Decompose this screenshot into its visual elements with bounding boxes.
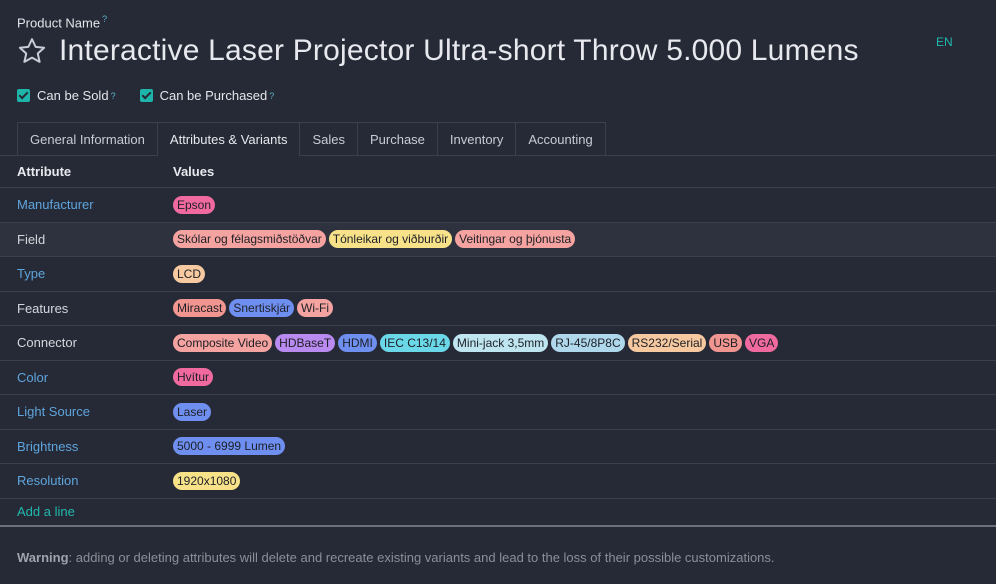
table-row[interactable]: Type LCD [0, 257, 996, 292]
attribute-name[interactable]: Features [17, 300, 69, 316]
checkbox-label: Can be Sold [37, 88, 109, 103]
column-header-values[interactable]: Values [173, 164, 215, 179]
tab-bar: General Information Attributes & Variant… [17, 122, 606, 156]
table-row[interactable]: Color Hvítur [0, 361, 996, 395]
warning-text: Warning: adding or deleting attributes w… [17, 550, 775, 565]
title-row: Interactive Laser Projector Ultra-short … [17, 34, 859, 68]
value-tag[interactable]: Skólar og félagsmiðstöðvar [173, 230, 326, 249]
tab-purchase[interactable]: Purchase [356, 122, 437, 156]
column-header-attribute[interactable]: Attribute [17, 164, 72, 179]
value-tag[interactable]: Tónleikar og viðburðir [328, 230, 453, 249]
can-be-sold-checkbox[interactable]: Can be Sold? [17, 88, 116, 103]
help-icon[interactable]: ? [110, 90, 116, 101]
value-tag[interactable]: Snertiskjár [229, 299, 295, 318]
help-icon[interactable]: ? [269, 90, 275, 101]
attribute-name[interactable]: Type [17, 266, 46, 282]
attribute-name[interactable]: Connector [17, 335, 77, 351]
add-line-button[interactable]: Add a line [0, 499, 996, 527]
value-tag[interactable]: RS232/Serial [627, 333, 707, 352]
attribute-name[interactable]: Resolution [17, 473, 79, 489]
value-tag[interactable]: Mini-jack 3,5mm [452, 333, 549, 352]
attribute-values[interactable]: Hvítur [173, 368, 996, 387]
value-tag[interactable]: IEC C13/14 [379, 333, 450, 352]
table-row[interactable]: Brightness 5000 - 6999 Lumen [0, 430, 996, 464]
value-tag[interactable]: HDBaseT [275, 333, 336, 352]
checkbox-checked-icon[interactable] [139, 89, 153, 102]
tab-sales[interactable]: Sales [299, 122, 357, 156]
tab-accounting[interactable]: Accounting [515, 122, 606, 156]
attribute-values[interactable]: 1920x1080 [173, 471, 996, 490]
value-tag[interactable]: Laser [173, 402, 212, 421]
attribute-values[interactable]: Epson [173, 195, 996, 214]
value-tag[interactable]: Epson [173, 195, 216, 214]
attribute-name[interactable]: Manufacturer [17, 197, 94, 213]
attribute-name[interactable]: Color [17, 369, 49, 385]
tab-attributes-variants[interactable]: Attributes & Variants [156, 122, 300, 156]
table-header: Attribute Values [0, 156, 996, 188]
checkbox-label: Can be Purchased [159, 88, 268, 103]
value-tag[interactable]: Hvítur [173, 368, 214, 387]
product-title-input[interactable]: Interactive Laser Projector Ultra-short … [59, 34, 859, 67]
table-row[interactable]: Manufacturer Epson [0, 188, 996, 223]
product-name-label: Product Name? [17, 14, 108, 31]
attribute-values[interactable]: LCD [173, 264, 996, 283]
value-tag[interactable]: Composite Video [173, 333, 273, 352]
value-tag[interactable]: VGA [745, 333, 779, 352]
tab-inventory[interactable]: Inventory [436, 122, 516, 156]
checkbox-checked-icon[interactable] [17, 89, 30, 102]
attribute-name[interactable]: Light Source [17, 404, 90, 420]
attribute-values[interactable]: 5000 - 6999 Lumen [173, 437, 996, 456]
value-tag[interactable]: Veitingar og þjónusta [455, 230, 576, 249]
value-tag[interactable]: 1920x1080 [173, 471, 241, 490]
value-tag[interactable]: USB [709, 333, 743, 352]
language-button[interactable]: EN [936, 35, 953, 49]
help-icon[interactable]: ? [102, 14, 108, 24]
value-tag[interactable]: RJ-45/8P8C [551, 333, 625, 352]
value-tag[interactable]: Miracast [173, 299, 227, 318]
checkbox-group: Can be Sold? Can be Purchased? [17, 88, 274, 103]
can-be-purchased-checkbox[interactable]: Can be Purchased? [139, 88, 275, 103]
attribute-values[interactable]: Laser [173, 402, 996, 421]
attribute-name[interactable]: Brightness [17, 438, 79, 454]
table-row[interactable]: Light Source Laser [0, 395, 996, 430]
value-tag[interactable]: HDMI [338, 333, 377, 352]
star-icon[interactable] [17, 36, 47, 66]
attribute-name[interactable]: Field [17, 231, 46, 247]
table-row[interactable]: Resolution 1920x1080 [0, 464, 996, 499]
value-tag[interactable]: LCD [173, 264, 206, 283]
value-tag[interactable]: 5000 - 6999 Lumen [173, 437, 286, 456]
tab-general-information[interactable]: General Information [17, 122, 157, 156]
value-tag[interactable]: Wi-Fi [297, 299, 334, 318]
